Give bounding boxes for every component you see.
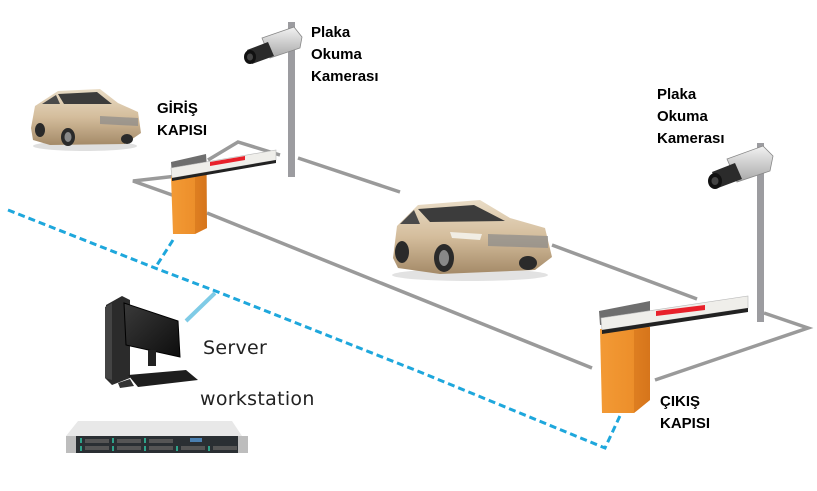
barrier-entry-icon bbox=[170, 149, 277, 234]
entry-gate-label-line2: KAPISI bbox=[157, 122, 208, 139]
camera-pole-exit bbox=[757, 143, 764, 322]
camera-entry-label-line3: Kamerası bbox=[311, 68, 379, 85]
camera-entry-label-line2: Okuma bbox=[311, 46, 362, 63]
rack-server-icon bbox=[66, 421, 248, 453]
label-exit-gate: ÇIKIŞ KAPISI bbox=[660, 391, 710, 435]
network-line-entry-gate bbox=[153, 239, 175, 269]
exit-gate-label-line1: ÇIKIŞ bbox=[660, 393, 701, 410]
barrier-exit-icon bbox=[599, 295, 749, 413]
entry-gate-label-line1: GİRİŞ bbox=[157, 100, 198, 117]
exit-gate-label-line2: KAPISI bbox=[660, 415, 711, 432]
entry-camera-assembly bbox=[244, 22, 303, 177]
camera-exit-icon bbox=[708, 145, 774, 189]
camera-exit-label-line3: Kamerası bbox=[657, 130, 725, 147]
network-line-main bbox=[7, 208, 627, 450]
label-camera-exit: Plaka Okuma Kamerası bbox=[657, 84, 725, 150]
label-server: Server bbox=[203, 337, 268, 359]
workstation-link bbox=[184, 291, 217, 323]
camera-exit-label-line2: Okuma bbox=[657, 108, 708, 125]
car-waiting-icon bbox=[31, 89, 141, 151]
exit-camera-assembly bbox=[708, 143, 774, 322]
network-cabling bbox=[7, 208, 627, 450]
label-entry-gate: GİRİŞ KAPISI bbox=[157, 98, 207, 142]
camera-entry-label-line1: Plaka bbox=[311, 24, 351, 41]
car-parked-icon bbox=[392, 200, 552, 281]
workstation-pc-icon bbox=[105, 296, 198, 388]
label-camera-entry: Plaka Okuma Kamerası bbox=[311, 22, 379, 88]
camera-exit-label-line1: Plaka bbox=[657, 86, 697, 103]
parking-area-outline bbox=[132, 140, 814, 382]
label-workstation: workstation bbox=[200, 388, 315, 410]
camera-pole-entry bbox=[288, 22, 295, 177]
camera-entry-icon bbox=[244, 26, 303, 64]
